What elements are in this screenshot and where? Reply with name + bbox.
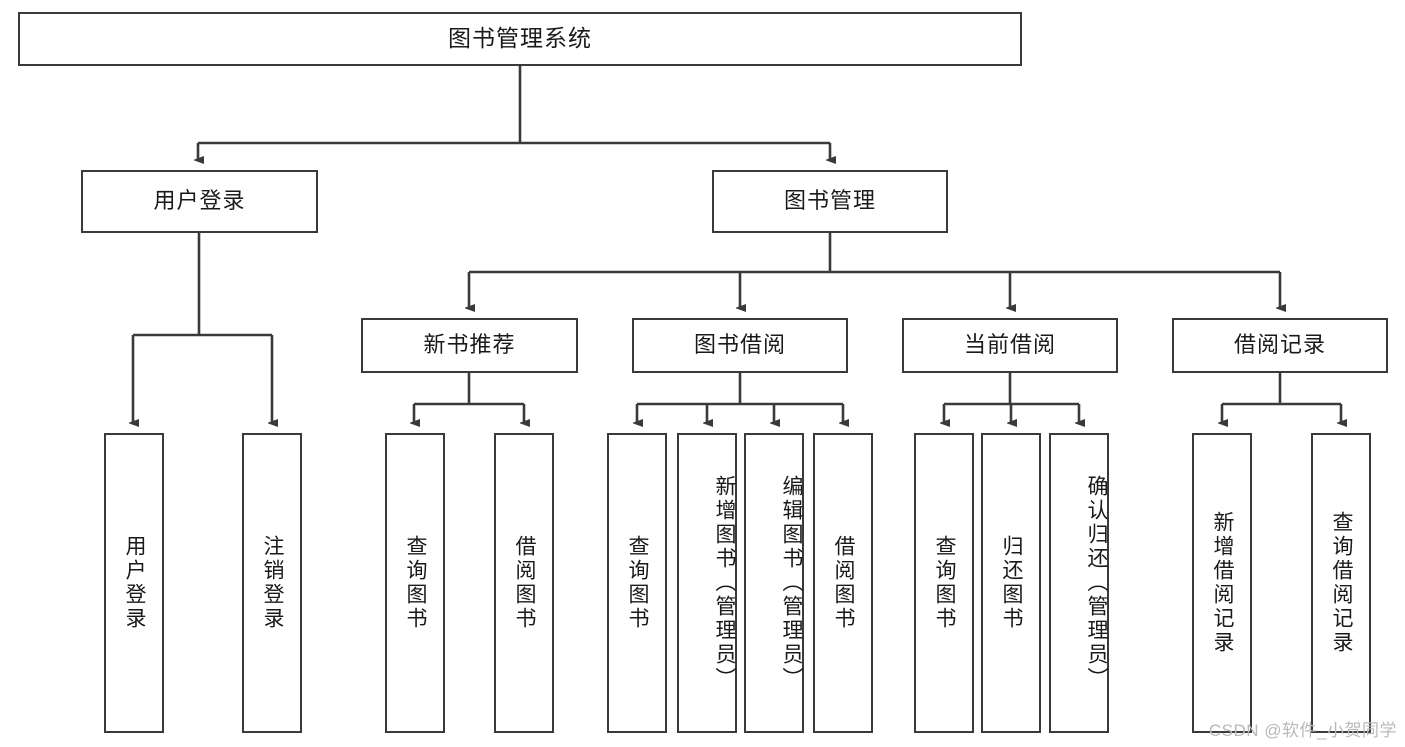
node-root-system[interactable]: 图书管理系统: [18, 12, 1022, 66]
leaf-bb-add-book-admin[interactable]: 新增图书（管理员）: [677, 433, 737, 733]
node-book-management[interactable]: 图书管理: [712, 170, 948, 233]
leaf-nb-query-book[interactable]: 查询图书: [385, 433, 445, 733]
leaf-user-login[interactable]: 用户登录: [104, 433, 164, 733]
node-current-borrow[interactable]: 当前借阅: [902, 318, 1118, 373]
leaf-cb-confirm-return-admin[interactable]: 确认归还（管理员）: [1049, 433, 1109, 733]
node-borrow-record[interactable]: 借阅记录: [1172, 318, 1388, 373]
node-new-book-recommend[interactable]: 新书推荐: [361, 318, 578, 373]
leaf-bb-query-book[interactable]: 查询图书: [607, 433, 667, 733]
node-user-login[interactable]: 用户登录: [81, 170, 318, 233]
leaf-cb-query-book[interactable]: 查询图书: [914, 433, 974, 733]
leaf-bb-borrow-book[interactable]: 借阅图书: [813, 433, 873, 733]
leaf-logout[interactable]: 注销登录: [242, 433, 302, 733]
watermark-text: CSDN @软件_小贺同学: [1208, 721, 1397, 740]
leaf-nb-borrow-book[interactable]: 借阅图书: [494, 433, 554, 733]
leaf-cb-return-book[interactable]: 归还图书: [981, 433, 1041, 733]
leaf-bb-edit-book-admin[interactable]: 编辑图书（管理员）: [744, 433, 804, 733]
leaf-br-query-record[interactable]: 查询借阅记录: [1311, 433, 1371, 733]
node-book-borrow[interactable]: 图书借阅: [632, 318, 848, 373]
leaf-br-add-record[interactable]: 新增借阅记录: [1192, 433, 1252, 733]
